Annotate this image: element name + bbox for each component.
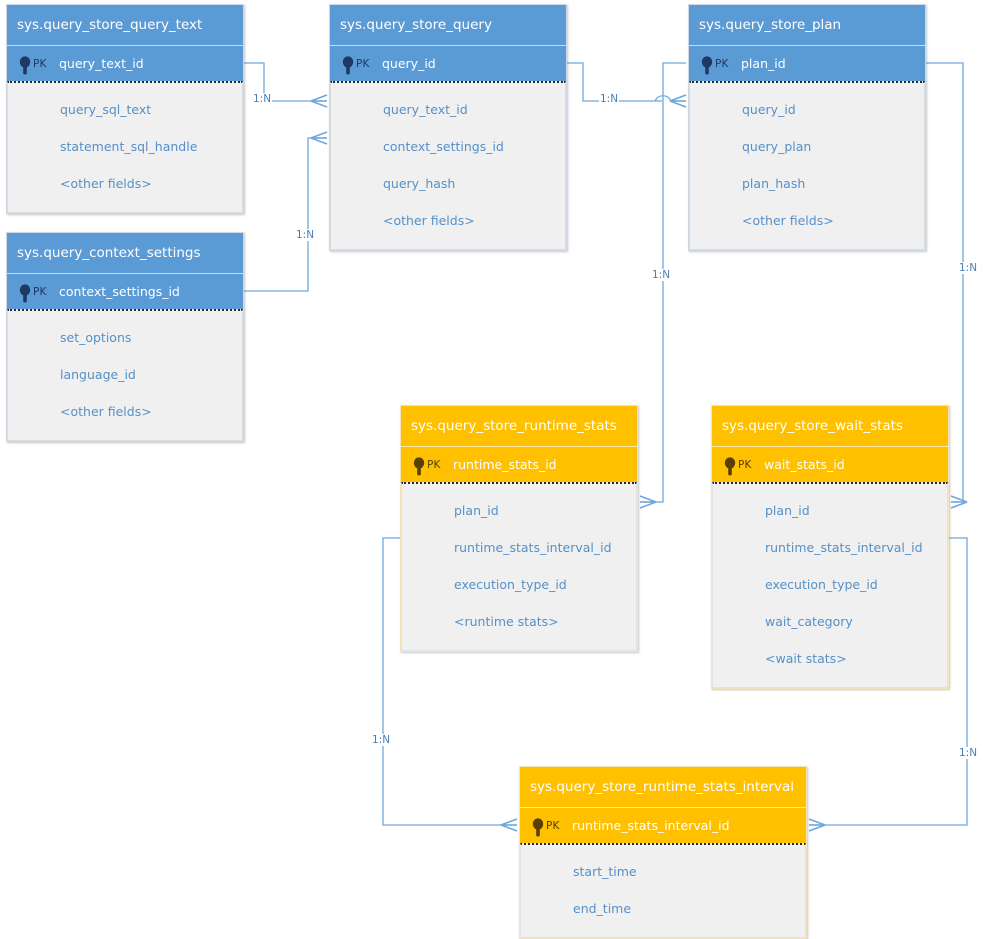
key-icon (412, 455, 434, 476)
entity-field: query_sql_text (60, 102, 152, 117)
pk-badge: PK (33, 58, 47, 70)
key-icon (700, 54, 722, 75)
entity-field: runtime_stats_interval_id (765, 540, 923, 555)
pk-badge: PK (356, 58, 370, 70)
cardinality-label: 1:N (599, 93, 620, 105)
entity-primary-key-row[interactable]: PK runtime_stats_interval_id (520, 807, 806, 843)
entity-query-store-runtime-stats[interactable]: sys.query_store_runtime_stats PK runtime… (400, 405, 638, 652)
connector-context-settings-to-query (244, 137, 327, 292)
entity-pk-field: plan_id (741, 56, 786, 71)
entity-field: <other fields> (60, 404, 152, 419)
entity-field: <other fields> (383, 213, 475, 228)
entity-field: wait_category (765, 614, 853, 629)
entity-field-list: set_options language_id <other fields> (7, 309, 243, 441)
cardinality-label: 1:N (651, 269, 672, 281)
key-icon (18, 54, 40, 75)
entity-pk-field: runtime_stats_id (453, 457, 557, 472)
entity-field: execution_type_id (454, 577, 567, 592)
entity-title: sys.query_store_wait_stats (712, 406, 948, 446)
key-icon (531, 816, 553, 837)
entity-field: plan_hash (742, 176, 806, 191)
entity-field: context_settings_id (383, 139, 504, 154)
entity-field: runtime_stats_interval_id (454, 540, 612, 555)
entity-pk-field: wait_stats_id (764, 457, 845, 472)
entity-pk-field: query_id (382, 56, 436, 71)
entity-pk-field: query_text_id (59, 56, 144, 71)
entity-primary-key-row[interactable]: PK runtime_stats_id (401, 446, 637, 482)
entity-title: sys.query_store_runtime_stats (401, 406, 637, 446)
connector-plan-to-runtime-stats (640, 62, 686, 503)
entity-field: <other fields> (742, 213, 834, 228)
entity-field: language_id (60, 367, 136, 382)
entity-field-list: query_sql_text statement_sql_handle <oth… (7, 81, 243, 213)
entity-title: sys.query_store_plan (689, 5, 925, 45)
entity-field: query_text_id (383, 102, 468, 117)
entity-primary-key-row[interactable]: PK query_id (330, 45, 566, 81)
entity-field-list: plan_id runtime_stats_interval_id execut… (401, 482, 637, 651)
entity-field: start_time (573, 864, 637, 879)
entity-title: sys.query_store_query_text (7, 5, 243, 45)
entity-title: sys.query_context_settings (7, 233, 243, 273)
entity-primary-key-row[interactable]: PK query_text_id (7, 45, 243, 81)
cardinality-label: 1:N (371, 734, 392, 746)
pk-badge: PK (427, 459, 441, 471)
key-icon (18, 282, 40, 303)
entity-field: plan_id (454, 503, 499, 518)
connector-query-to-plan-hop (654, 95, 686, 102)
entity-field-list: start_time end_time (520, 843, 806, 938)
entity-field: statement_sql_handle (60, 139, 198, 154)
entity-field: set_options (60, 330, 132, 345)
entity-field: <other fields> (60, 176, 152, 191)
cardinality-label: 1:N (295, 229, 316, 241)
entity-primary-key-row[interactable]: PK context_settings_id (7, 273, 243, 309)
pk-badge: PK (738, 459, 752, 471)
cardinality-label: 1:N (252, 93, 273, 105)
entity-primary-key-row[interactable]: PK plan_id (689, 45, 925, 81)
entity-field: plan_id (765, 503, 810, 518)
entity-field: end_time (573, 901, 632, 916)
entity-field: <runtime stats> (454, 614, 559, 629)
entity-field: <wait stats> (765, 651, 847, 666)
entity-query-store-query[interactable]: sys.query_store_query PK query_id query_… (329, 4, 567, 251)
entity-field-list: query_id query_plan plan_hash <other fie… (689, 81, 925, 250)
entity-title: sys.query_store_query (330, 5, 566, 45)
entity-query-store-wait-stats[interactable]: sys.query_store_wait_stats PK wait_stats… (711, 405, 949, 689)
pk-badge: PK (546, 820, 560, 832)
entity-query-store-runtime-stats-interval[interactable]: sys.query_store_runtime_stats_interval P… (519, 766, 807, 939)
entity-field: query_plan (742, 139, 812, 154)
entity-field: query_id (742, 102, 796, 117)
entity-primary-key-row[interactable]: PK wait_stats_id (712, 446, 948, 482)
entity-field-list: plan_id runtime_stats_interval_id execut… (712, 482, 948, 688)
entity-query-store-query-text[interactable]: sys.query_store_query_text PK query_text… (6, 4, 244, 214)
cardinality-label: 1:N (958, 262, 979, 274)
entity-pk-field: context_settings_id (59, 284, 180, 299)
entity-query-store-plan[interactable]: sys.query_store_plan PK plan_id query_id… (688, 4, 926, 251)
key-icon (723, 455, 745, 476)
entity-query-context-settings[interactable]: sys.query_context_settings PK context_se… (6, 232, 244, 442)
entity-field: execution_type_id (765, 577, 878, 592)
cardinality-label: 1:N (958, 747, 979, 759)
pk-badge: PK (715, 58, 729, 70)
entity-pk-field: runtime_stats_interval_id (572, 818, 730, 833)
entity-field-list: query_text_id context_settings_id query_… (330, 81, 566, 250)
entity-title: sys.query_store_runtime_stats_interval (520, 767, 806, 807)
pk-badge: PK (33, 286, 47, 298)
key-icon (341, 54, 363, 75)
entity-field: query_hash (383, 176, 456, 191)
